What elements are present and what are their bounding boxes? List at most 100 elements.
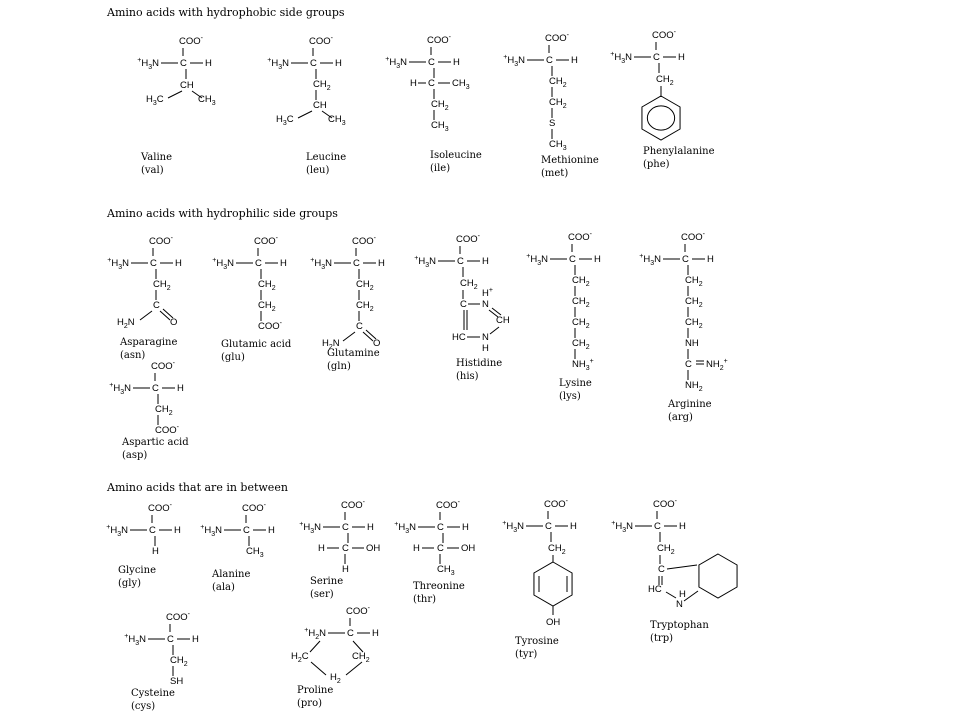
side-chain-label: H2N: [322, 338, 340, 351]
amino-acid-abbreviation: (asp): [122, 450, 147, 461]
amino-acid-abbreviation: (ala): [212, 582, 235, 593]
side-chain-label: C: [460, 299, 467, 310]
side-chain-label: NH2: [685, 380, 703, 393]
alpha-carbon-label: C: [243, 525, 250, 536]
side-chain-label: C: [685, 359, 692, 370]
side-chain-label: SH: [170, 676, 183, 687]
alpha-carbon-label: C: [310, 58, 317, 69]
amino-acid-abbreviation: (ile): [430, 163, 450, 174]
carboxylate-label: COO-: [346, 605, 371, 617]
side-chain-label: CH2: [572, 296, 590, 309]
carboxylate-label: COO-: [151, 360, 176, 372]
amino-group-label: +H3N: [106, 524, 128, 538]
alpha-carbon-label: C: [347, 628, 354, 639]
section-title: Amino acids with hydrophobic side groups: [106, 6, 345, 19]
carboxylate-label: COO-: [653, 498, 678, 510]
amino-acid-abbreviation: (met): [541, 168, 568, 179]
side-chain-label: H: [413, 543, 420, 554]
amino-group-label: +H3N: [611, 520, 633, 534]
bond: [139, 310, 153, 321]
side-chain-label: CH2: [685, 275, 703, 288]
alpha-hydrogen-label: H: [570, 521, 577, 532]
amino-group-label: +H3N: [310, 257, 332, 271]
bond: [309, 640, 321, 653]
alpha-carbon-label: C: [150, 258, 157, 269]
amino-acid-abbreviation: (leu): [306, 165, 329, 176]
alpha-hydrogen-label: H: [372, 628, 379, 639]
side-chain-label: CH3: [246, 546, 264, 559]
side-chain-label: NH: [685, 338, 699, 349]
bond: [159, 310, 171, 321]
side-chain-label: HC: [452, 332, 466, 343]
side-chain-label: CH2: [460, 278, 478, 291]
amino-acid-abbreviation: (phe): [643, 159, 670, 170]
carboxylate-label: COO-: [456, 233, 481, 245]
side-chain-label: H3C: [276, 114, 294, 127]
amino-group-label: +H3N: [385, 56, 407, 70]
amino-group-label: +H3N: [639, 253, 661, 267]
bond: [297, 110, 313, 119]
side-chain-label: H: [152, 546, 159, 557]
alpha-carbon-label: C: [428, 57, 435, 68]
side-chain-label: C: [658, 564, 665, 575]
amino-acid-name: Asparagine: [119, 337, 177, 348]
carboxylate-label: COO-: [309, 35, 334, 47]
alpha-carbon-label: C: [167, 634, 174, 645]
alpha-carbon-label: C: [545, 521, 552, 532]
bond: [665, 591, 677, 599]
carboxylate-label: COO-: [436, 499, 461, 511]
side-chain-label: CH2: [153, 279, 171, 292]
amino-group-label: +H3N: [212, 257, 234, 271]
carboxylate-label: COO-: [427, 34, 452, 46]
amino-acid-abbreviation: (arg): [668, 412, 693, 423]
alpha-carbon-label: C: [682, 254, 689, 265]
alpha-carbon-label: C: [653, 52, 660, 63]
amino-acid-abbreviation: (ser): [310, 589, 334, 600]
amino-group-label: +H3N: [414, 255, 436, 269]
side-chain-label: H: [318, 543, 325, 554]
alpha-hydrogen-label: H: [335, 58, 342, 69]
amino-acid-abbreviation: (thr): [413, 594, 436, 605]
side-chain-label: CH2: [657, 543, 675, 556]
side-chain-label: S: [549, 118, 555, 129]
side-chain-label: CH: [313, 100, 327, 111]
bond: [683, 590, 699, 602]
amino-acid-name: Glycine: [118, 565, 156, 576]
amino-acid-name: Threonine: [413, 581, 465, 592]
side-chain-label: CH2: [155, 404, 173, 417]
alpha-hydrogen-label: H: [678, 52, 685, 63]
aromatic-circle: [646, 105, 676, 131]
side-chain-label: H2C: [291, 651, 309, 664]
amino-acid-name: Lysine: [559, 378, 592, 389]
bond: [310, 661, 327, 676]
amino-group-label: +H3N: [109, 382, 131, 396]
alpha-hydrogen-label: H: [175, 258, 182, 269]
amino-acid-name: Proline: [297, 685, 333, 696]
amino-acid-abbreviation: (lys): [559, 391, 581, 402]
amino-acid-abbreviation: (his): [456, 371, 479, 382]
side-chain-label: CH2: [258, 279, 276, 292]
side-chain-label: CH2: [258, 300, 276, 313]
bond: [342, 331, 356, 342]
side-chain-label: C: [153, 300, 160, 311]
alpha-hydrogen-label: H: [453, 57, 460, 68]
amino-acid-abbreviation: (gly): [118, 578, 141, 589]
side-chain-label: C: [437, 543, 444, 554]
side-chain-label: CH2: [685, 317, 703, 330]
alpha-carbon-label: C: [437, 522, 444, 533]
alpha-carbon-label: C: [149, 525, 156, 536]
side-chain-label: CH: [180, 80, 194, 91]
bond: [162, 308, 174, 319]
amino-group-label: +H3N: [526, 253, 548, 267]
bond: [321, 110, 333, 119]
side-chain-label: H+: [482, 287, 493, 299]
